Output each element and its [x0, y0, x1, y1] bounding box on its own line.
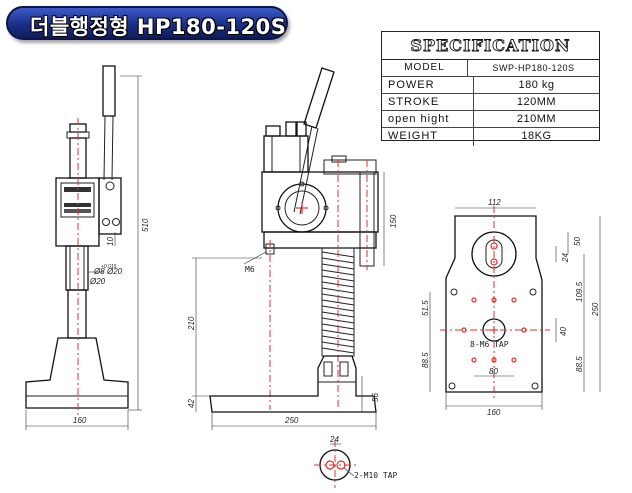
plan-corner-hole: [531, 382, 539, 390]
side-ram: [65, 245, 89, 291]
spec-row-model: MODEL SWP-HP180-120S: [382, 60, 599, 77]
dim-160: 160: [487, 408, 501, 417]
side-base: [25, 337, 129, 409]
dim-ram: 150: [389, 214, 398, 228]
base-plan-view: 112 50 24 109.5 250 40 88.5 51.5 88.5 80…: [421, 198, 601, 417]
dim-24: 24: [329, 435, 339, 444]
bolt-icon: [102, 218, 110, 226]
front-base: [209, 355, 377, 413]
front-handle-bar: [299, 127, 319, 215]
dim-height: 510: [141, 218, 150, 232]
bolt-icon: [112, 218, 120, 226]
callout-8-m6-tap: 8-M6 TAP: [470, 340, 509, 349]
dim-50: 50: [573, 237, 582, 246]
spec-label: POWER: [382, 77, 474, 93]
dim-80: 80: [489, 367, 498, 376]
spec-heading: SPECIFICATION: [382, 32, 599, 60]
spec-label: MODEL: [382, 60, 468, 76]
dim-open: 210: [187, 316, 196, 331]
spec-label: WEIGHT: [382, 128, 474, 146]
detail-view: 24 2-M10 TAP: [314, 435, 398, 488]
front-lower-housing: [263, 231, 377, 249]
front-handle-bar: [293, 125, 313, 213]
front-view: 210 42 250 150 56 M6: [187, 67, 398, 430]
front-base-bolt: [323, 361, 333, 377]
dim-40: 40: [559, 327, 568, 336]
dim-bore: Ø20: [89, 277, 106, 286]
spec-value: SWP-HP180-120S: [492, 63, 575, 73]
spec-row-open-height: open hight 210MM: [382, 111, 599, 128]
dim-24: 24: [561, 253, 570, 263]
specification-table: SPECIFICATION MODEL SWP-HP180-120S POWER…: [381, 31, 600, 146]
plan-tap: [511, 297, 517, 303]
plan-hole: [490, 258, 498, 266]
title-badge: 더블행정형 HP180-120S: [6, 6, 288, 40]
side-bracket: [98, 177, 122, 235]
spec-value: 18KG: [521, 130, 552, 142]
page-title: 더블행정형 HP180-120S: [30, 15, 287, 39]
callout-leader: [243, 251, 267, 265]
front-top-bolt: [285, 121, 297, 137]
spec-row-weight: WEIGHT 18KG: [382, 128, 599, 146]
spec-row-stroke: STROKE 120MM: [382, 94, 599, 111]
front-guide: [263, 135, 309, 173]
side-lower-column: [67, 289, 87, 339]
callout-leader: [343, 467, 355, 477]
dim-stroke: 10: [106, 237, 115, 246]
dim-width: 160: [73, 416, 87, 425]
dim-width: 250: [284, 416, 299, 425]
front-spring-edge: [321, 252, 355, 356]
front-base-bolt: [339, 361, 349, 377]
dim-885: 88.5: [421, 352, 430, 368]
plan-tap: [511, 357, 517, 363]
spec-label: open hight: [382, 111, 474, 127]
side-handle-bar: [103, 115, 106, 181]
dim-fit-tolerance: +0.015: [101, 264, 117, 270]
dim-fit: Ø8: [93, 267, 105, 276]
plan-corner-hole: [448, 382, 456, 390]
side-handle-bar: [111, 115, 114, 181]
bolt-icon: [105, 181, 115, 191]
front-gear-inner: [284, 190, 320, 226]
bolt-icon: [323, 205, 329, 211]
dim-top: 112: [488, 198, 501, 207]
front-head-nut: [331, 155, 347, 163]
spec-value: 210MM: [516, 113, 557, 125]
front-handle-grip: [303, 67, 335, 129]
spec-label: STROKE: [382, 94, 474, 110]
dim-1095: 109.5: [575, 281, 584, 302]
dim-bottom: 56: [371, 393, 380, 402]
front-head-cap: [323, 159, 377, 175]
plan-corner-hole: [529, 288, 537, 296]
plan-corner-hole: [450, 288, 458, 296]
dim-shaft: Ø20: [106, 267, 123, 276]
spec-value: 180 kg: [518, 79, 555, 91]
spec-value: 120MM: [516, 96, 557, 108]
bolt-icon: [299, 181, 305, 187]
dim-base: 42: [187, 399, 196, 408]
callout-m6: M6: [245, 265, 255, 274]
dim-250: 250: [591, 302, 600, 317]
dim-515: 51.5: [421, 300, 430, 316]
side-handle-grip: [102, 65, 116, 117]
callout-2-m10-tap: 2-M10 TAP: [354, 471, 398, 480]
dim-885-right: 88.5: [575, 356, 584, 372]
spec-row-power: POWER 180 kg: [382, 77, 599, 94]
bolt-icon: [275, 205, 281, 211]
plan-tap: [471, 297, 477, 303]
plan-tap: [471, 357, 477, 363]
side-view: 510 160 10 Ø8 +0.015 Ø20 Ø20: [25, 65, 150, 430]
front-top-bolt: [265, 125, 281, 137]
